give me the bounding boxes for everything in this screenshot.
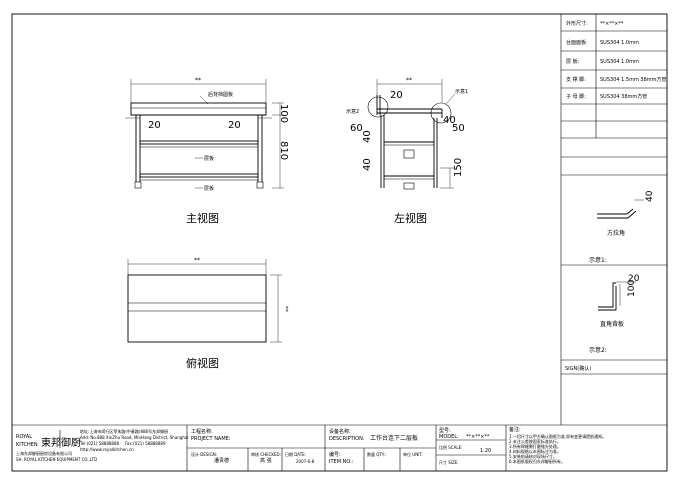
- detail-2-dim-100: 100: [627, 280, 637, 297]
- spec-row-label: 层 板:: [566, 58, 580, 65]
- spec-row-label: 台面面板:: [566, 39, 588, 46]
- spec-panel: 外形尺寸: **×**×** 台面面板: SUS304 1.0mm 层 板: S…: [560, 14, 667, 425]
- notes-block: 备注: 1.一切尺寸以甲方确认图纸为准,如有变更请提前通知。 2.未注公差按国家…: [509, 426, 606, 464]
- spec-row-label: 子 母 脚:: [566, 93, 586, 100]
- unit-label: 单位 UNIT:: [403, 451, 423, 457]
- company-address-en: Add: No.888 XinZhu Road, MinHang Distric…: [80, 435, 188, 440]
- notes-heading: 备注:: [509, 426, 521, 433]
- side-dim-50: 50: [452, 123, 465, 134]
- brand-en-1: ROYAL: [16, 434, 32, 440]
- spec-title-value: **×**×**: [600, 21, 624, 27]
- side-dim-40-mid: 40: [362, 130, 373, 143]
- company-web: http://www.royalkitchen.cn: [80, 447, 134, 452]
- desc-label: 设备名称:: [329, 428, 351, 435]
- top-depth-dim: **: [282, 306, 289, 312]
- side-dim-20: 20: [390, 90, 403, 101]
- detail-2-drawing: 20 100 直角背板 示意2:: [589, 274, 640, 354]
- company-name-en: SH. ROYAL KITCHEN EQUIPMENT CO.,LTD: [16, 457, 97, 462]
- note-line: 5.安装前请核对现场尺寸。: [509, 453, 557, 459]
- front-shelf-label-1: 层板: [204, 155, 214, 162]
- spec-row-value: SUS304 1.0mm: [600, 59, 639, 65]
- company-fax: Fax:(021) 58888889: [125, 441, 166, 446]
- item-en: ITEM NO.:: [329, 459, 354, 465]
- spec-title-label: 外形尺寸:: [566, 20, 588, 27]
- note-line: 4.材料规格以本图标注为准。: [509, 448, 561, 454]
- qty-label: 数量 QTY.:: [367, 451, 386, 457]
- desc-value: 工作台连下二层板: [370, 434, 418, 442]
- brand-en-2: KITCHEN: [16, 442, 38, 448]
- project-name-en: PROJECT NAME:: [191, 436, 231, 442]
- title-block: [12, 424, 667, 471]
- spec-row-value: SUS304 1.0mm: [600, 40, 639, 46]
- side-view: ** 20 示意2 示意1 60 40 50 40 40 150 左视: [346, 77, 468, 225]
- side-dim-150: 150: [453, 158, 464, 177]
- front-dim-100: 100: [278, 104, 289, 123]
- front-dim-810: 810: [278, 141, 289, 160]
- model-en: MODEL:: [439, 434, 459, 440]
- detail-2-label: 直角背板: [600, 320, 624, 328]
- model-label: 型号:: [439, 427, 451, 434]
- top-view: ** ** 俯视图: [127, 257, 289, 370]
- note-line: 1.一切尺寸以甲方确认图纸为准,如有变更请提前通知。: [509, 433, 606, 439]
- brand-cn: 東邦御厨: [41, 436, 81, 449]
- designer-name: 潘贵德: [214, 457, 229, 464]
- front-view-caption: 主视图: [186, 211, 219, 225]
- backsplash-label: 后背挡圆板: [208, 91, 233, 98]
- front-width-dim: **: [195, 77, 201, 84]
- side-dim-60: 60: [350, 123, 363, 134]
- note-line: 3.所有焊缝需打磨抛光处理。: [509, 443, 561, 449]
- sign-label: SIGN(确认): [565, 365, 591, 372]
- detail-1-label: 方拉角: [607, 229, 625, 237]
- side-view-caption: 左视图: [394, 211, 427, 225]
- company-tel: Tel:(021) 58888888: [79, 441, 120, 446]
- side-depth-dim: **: [406, 77, 412, 84]
- side-detail-2-tag: 示意2: [346, 108, 359, 115]
- side-dim-40-low: 40: [362, 158, 373, 171]
- scale-value: 1:20: [480, 448, 491, 454]
- detail-1-caption: 示意1:: [589, 256, 607, 264]
- desc-en: DESCRIPTION:: [329, 436, 365, 442]
- side-dim-40-top: 40: [443, 115, 456, 126]
- check-label: 审核 CHECKED:: [251, 451, 281, 457]
- front-dim-20-right: 20: [228, 120, 241, 131]
- date-value: 2007-6-8: [296, 459, 315, 464]
- front-view: ** 后背挡圆板 20 20 100 810 层板 层板: [125, 77, 289, 225]
- spec-row-value: SUS304 1.5mm 38mm方管: [600, 76, 667, 83]
- company-block: ROYAL KITCHEN 東邦御厨 上海东邦御厨厨房设备有限公司 SH. RO…: [16, 428, 188, 462]
- item-label: 编号:: [329, 451, 341, 458]
- project-block: 工程名称: PROJECT NAME: 设计 DESIGN: 潘贵德 审核 CH…: [191, 428, 315, 464]
- front-dim-20-left: 20: [148, 120, 161, 131]
- spec-row-value: SUS304 38mm方管: [600, 93, 647, 100]
- detail-circle-2: [367, 96, 389, 118]
- detail-2-dim-20: 20: [628, 274, 640, 284]
- detail-2-caption: 示意2:: [589, 346, 607, 354]
- detail-1-dim: 40: [645, 190, 655, 202]
- equipment-block: 设备名称: DESCRIPTION: 工作台连下二层板 编号: ITEM NO.…: [329, 427, 491, 465]
- note-line: 6.本图纸版权归东邦御厨所有。: [509, 458, 565, 464]
- size-label: 尺寸 SIZE:: [439, 459, 459, 465]
- sheet-border: [11, 13, 668, 472]
- front-shelf-label-2: 层板: [204, 185, 214, 192]
- design-label: 设计 DESIGN:: [191, 451, 217, 457]
- company-address: 地址:上海市闵行区莘朱路(中春路)888号东邦御厨: [80, 428, 168, 434]
- project-name-label: 工程名称:: [191, 428, 213, 435]
- detail-1-drawing: 40 方拉角 示意1:: [589, 190, 655, 264]
- note-line: 2.未注公差按国家标准执行。: [509, 438, 561, 444]
- top-view-caption: 俯视图: [186, 356, 219, 370]
- spec-row-label: 支 撑 脚:: [566, 76, 586, 83]
- checker-name: 高 强: [260, 457, 272, 464]
- detail-circle-1: [430, 102, 452, 124]
- scale-label: 比例 SCALE:: [439, 444, 462, 450]
- date-label: 日期 DATE:: [285, 451, 306, 457]
- top-width-dim: **: [194, 257, 200, 264]
- side-detail-1-tag: 示意1: [455, 88, 468, 95]
- company-name: 上海东邦御厨厨房设备有限公司: [16, 450, 72, 456]
- model-value: **×**×**: [466, 434, 490, 440]
